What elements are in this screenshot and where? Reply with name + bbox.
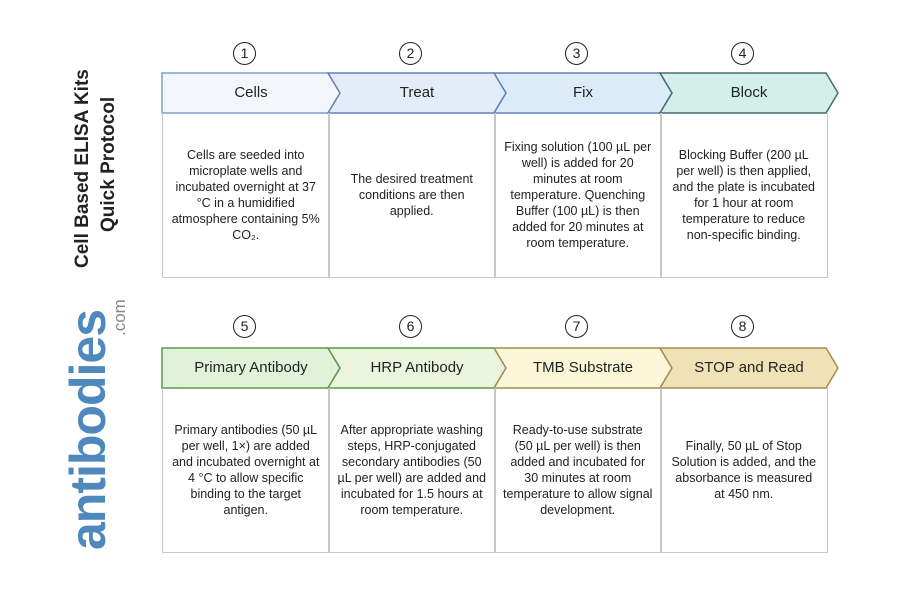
- step-description-text: Ready-to-use substrate (50 µL per well) …: [503, 423, 653, 517]
- step-description-text: Fixing solution (100 µL per well) is add…: [504, 140, 652, 250]
- step-label: HRP Antibody: [370, 359, 464, 376]
- step-number: 8: [731, 315, 754, 338]
- step-description: Finally, 50 µL of Stop Solution is added…: [660, 388, 828, 553]
- step-arrow: [658, 347, 839, 389]
- step-number: 2: [399, 42, 422, 65]
- step-description: Cells are seeded into microplate wells a…: [162, 113, 330, 278]
- step-label: Primary Antibody: [194, 359, 308, 376]
- step-description-text: The desired treatment conditions are the…: [350, 172, 473, 218]
- step-number: 4: [731, 42, 754, 65]
- step-label: Fix: [573, 84, 593, 101]
- step-description: Fixing solution (100 µL per well) is add…: [494, 113, 662, 278]
- step-description-text: After appropriate washing steps, HRP-con…: [337, 423, 487, 517]
- step-number: 1: [233, 42, 256, 65]
- step-number: 6: [399, 315, 422, 338]
- step-description-text: Cells are seeded into microplate wells a…: [171, 148, 320, 242]
- step-number: 5: [233, 315, 256, 338]
- step-label: TMB Substrate: [532, 359, 634, 376]
- step-description: After appropriate washing steps, HRP-con…: [328, 388, 496, 553]
- step-number: 3: [565, 42, 588, 65]
- step-description: The desired treatment conditions are the…: [328, 113, 496, 278]
- step-arrow: [658, 72, 839, 114]
- step-label: Cells: [234, 84, 268, 101]
- step-description: Blocking Buffer (200 µL per well) is the…: [660, 113, 828, 278]
- step-description-text: Blocking Buffer (200 µL per well) is the…: [672, 148, 815, 242]
- step-label: STOP and Read: [694, 359, 804, 376]
- step-description: Ready-to-use substrate (50 µL per well) …: [494, 388, 662, 553]
- step-description: Primary antibodies (50 µL per well, 1×) …: [162, 388, 330, 553]
- step-number: 7: [565, 315, 588, 338]
- step-label: Block: [730, 84, 768, 101]
- step-label: Treat: [399, 84, 435, 101]
- step-description-text: Finally, 50 µL of Stop Solution is added…: [671, 439, 817, 501]
- step-description-text: Primary antibodies (50 µL per well, 1×) …: [172, 423, 320, 517]
